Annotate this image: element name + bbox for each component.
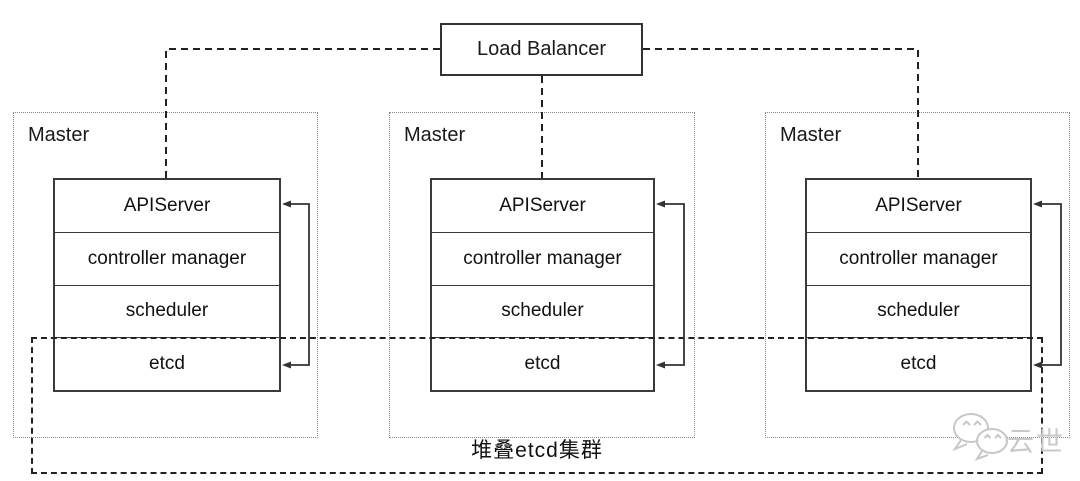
- scheduler-row-2: scheduler: [432, 284, 653, 338]
- apiserver-row-1: APIServer: [55, 180, 279, 232]
- master-label-2: Master: [404, 124, 466, 146]
- master-label-3: Master: [780, 124, 842, 146]
- apiserver-row-3: APIServer: [807, 180, 1030, 232]
- component-stack-1: APIServer controller manager scheduler e…: [53, 178, 281, 392]
- scheduler-row-3: scheduler: [807, 284, 1030, 338]
- etcd-row-2: etcd: [432, 337, 653, 390]
- etcd-row-1: etcd: [55, 337, 279, 390]
- apiserver-row-2: APIServer: [432, 180, 653, 232]
- controller-manager-row-3: controller manager: [807, 231, 1030, 285]
- scheduler-row-1: scheduler: [55, 284, 279, 338]
- controller-manager-row-1: controller manager: [55, 231, 279, 285]
- stacked-etcd-cluster-box: 堆叠etcd集群: [31, 337, 1043, 474]
- controller-manager-row-2: controller manager: [432, 231, 653, 285]
- stacked-etcd-cluster-label: 堆叠etcd集群: [471, 439, 603, 462]
- load-balancer-label: Load Balancer: [477, 38, 606, 60]
- component-stack-3: APIServer controller manager scheduler e…: [805, 178, 1032, 392]
- master-label-1: Master: [28, 124, 90, 146]
- component-stack-2: APIServer controller manager scheduler e…: [430, 178, 655, 392]
- load-balancer-box: Load Balancer: [440, 23, 643, 76]
